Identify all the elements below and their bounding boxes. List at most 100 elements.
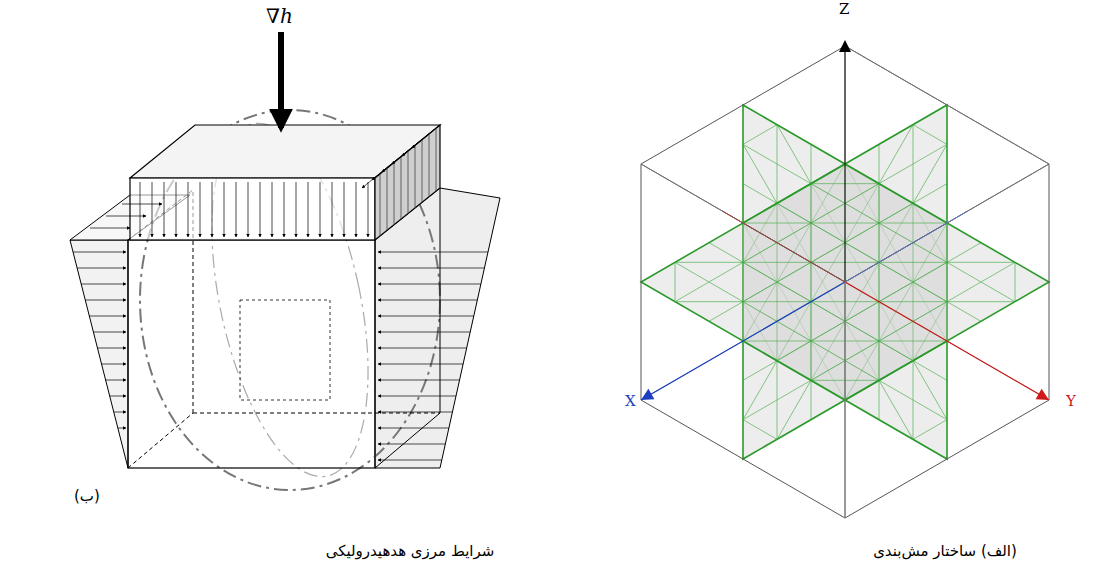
mesh-line: [675, 262, 743, 263]
mesh-line: [879, 302, 880, 341]
mesh-line: [879, 223, 880, 262]
mesh-line: [811, 262, 812, 301]
flux-arrow: [224, 182, 225, 237]
flux-arrow: [378, 300, 477, 301]
mesh-line: [879, 223, 947, 224]
flux-arrow: [93, 332, 126, 333]
flux-arrow: [378, 348, 467, 349]
hatch: [401, 157, 402, 219]
axis-head: [641, 389, 654, 400]
hatch: [415, 145, 416, 208]
hatch: [422, 140, 423, 203]
mesh-line: [743, 262, 744, 301]
flux-arrow: [118, 428, 126, 429]
mesh-line: [879, 301, 947, 302]
hatch: [380, 174, 381, 236]
hatch: [387, 168, 388, 230]
flux-arrow: [122, 204, 162, 205]
mesh-line: [879, 380, 913, 439]
mesh-line: [743, 144, 777, 203]
flux-arrow: [296, 182, 297, 237]
flux-arrow: [73, 252, 126, 253]
flux-arrow: [308, 182, 309, 237]
mesh-line: [743, 262, 811, 263]
cube-edge: [845, 46, 846, 282]
mesh-line: [675, 262, 676, 301]
cube-face: [128, 240, 375, 468]
flux-arrow: [378, 364, 463, 365]
hidden-edge: [128, 413, 193, 468]
mesh-line: [879, 262, 947, 263]
flux-arrow: [260, 182, 261, 237]
side-panel: [70, 240, 128, 468]
flux-arrow: [368, 182, 369, 237]
gradient-arrow: [278, 32, 284, 128]
mesh-line: [913, 420, 947, 440]
mesh-line: [743, 361, 777, 420]
mesh-line: [947, 223, 948, 262]
mesh-line: [777, 380, 811, 439]
y-axis: [723, 211, 845, 282]
mesh-line: [743, 125, 777, 145]
flux-arrow: [378, 332, 470, 333]
top-block: [375, 125, 440, 240]
mesh-line: [947, 262, 1015, 263]
hatch: [429, 134, 430, 197]
flux-arrow: [378, 268, 484, 269]
mesh-line: [743, 301, 811, 302]
mesh-line: [811, 223, 812, 262]
hatch: [436, 128, 437, 191]
mesh-line: [811, 184, 812, 223]
flux-arrow: [106, 216, 146, 217]
panel-letter: (ب): [74, 487, 100, 505]
flux-arrow: [362, 165, 390, 188]
flux-arrow: [378, 316, 474, 317]
mesh-line: [743, 341, 811, 342]
flux-arrow: [140, 182, 141, 237]
mesh-line: [811, 302, 812, 341]
flux-arrow: [114, 412, 126, 413]
mesh-line: [879, 341, 880, 380]
flux-arrow: [85, 300, 126, 301]
cube-edge: [845, 282, 846, 518]
mesh-line: [947, 302, 948, 341]
flux-arrow: [378, 444, 445, 445]
y-axis: [845, 282, 1049, 400]
mesh-line: [743, 223, 811, 224]
mesh-line: [947, 301, 1015, 302]
mesh-line: [1015, 262, 1016, 301]
flux-arrow: [176, 182, 177, 237]
top-block: [130, 178, 375, 240]
mesh-line: [777, 125, 811, 184]
flux-arrow: [378, 460, 442, 461]
axis-head: [1036, 389, 1049, 400]
flux-arrow: [212, 182, 213, 237]
flux-arrow: [77, 268, 126, 269]
z-axis: [845, 48, 846, 282]
flux-arrow: [188, 182, 189, 237]
mesh-line: [743, 223, 744, 262]
axis-label: Y: [1066, 392, 1076, 410]
mesh-line: [675, 301, 743, 302]
flux-arrow: [110, 396, 126, 397]
flux-arrow: [164, 182, 165, 237]
panel-caption: (الف) ساختار مش‌بندی: [873, 542, 1017, 560]
mesh-line: [879, 341, 947, 342]
axis-head: [839, 40, 851, 52]
flux-arrow: [320, 182, 321, 237]
flux-arrow: [378, 396, 456, 397]
x-axis: [641, 282, 845, 400]
mesh-line: [913, 125, 947, 145]
flux-arrow: [90, 228, 130, 229]
z-axis: [845, 282, 846, 518]
boundary-figure: [70, 32, 500, 491]
flux-arrow: [152, 182, 153, 237]
axis-label: X: [625, 392, 636, 410]
mesh-line: [743, 302, 744, 341]
mesh-line: [913, 144, 947, 203]
mesh-line: [913, 361, 947, 420]
mesh-line: [811, 341, 812, 380]
cube-edge: [641, 46, 1049, 282]
flux-arrow: [236, 182, 237, 237]
